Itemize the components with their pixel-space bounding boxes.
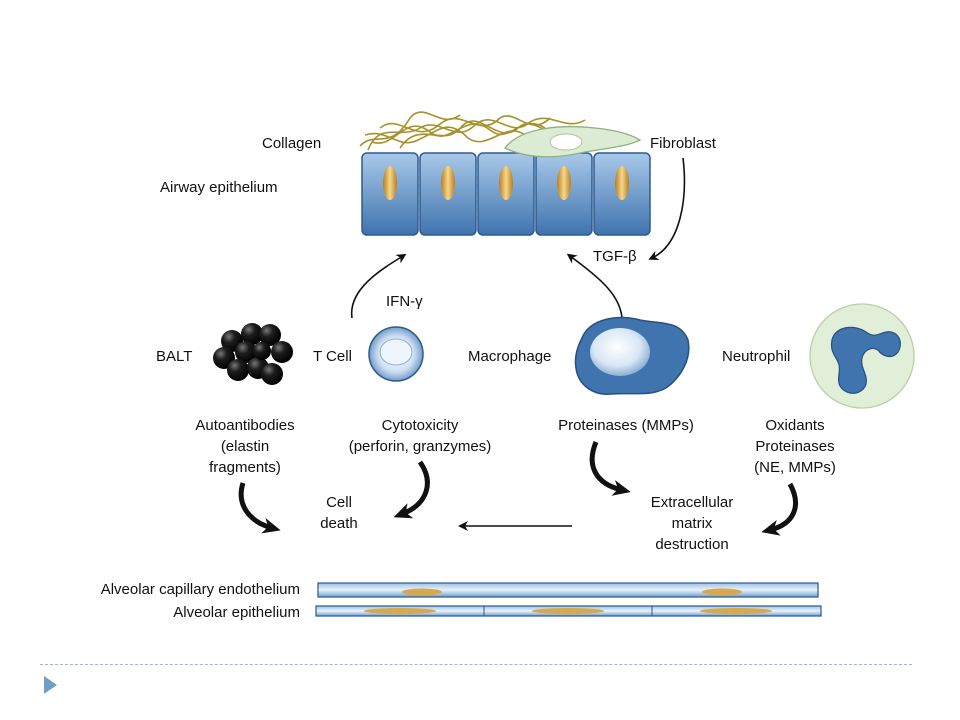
cytotoxicity-arrow <box>393 460 430 519</box>
oxidants-text: Oxidants Proteinases (NE, MMPs) <box>754 417 836 476</box>
cell-death-line-2: death <box>320 515 358 532</box>
neutrophil-label: Neutrophil <box>722 348 790 365</box>
oxidants-line-3: (NE, MMPs) <box>754 459 836 476</box>
cytotoxicity-line-1: Cytotoxicity <box>382 417 459 434</box>
alveolar-capillary-endothelium-label: Alveolar capillary endothelium <box>101 581 300 598</box>
ecm-line-3: destruction <box>655 536 728 553</box>
cell-nucleus <box>441 166 455 200</box>
slide-footer-divider <box>40 664 912 665</box>
ecm-line-1: Extracellular <box>651 494 734 511</box>
macrophage-nucleus <box>590 328 650 376</box>
fibroblast-label: Fibroblast <box>650 135 717 152</box>
epithelium-nucleus <box>700 608 772 614</box>
autoantibodies-text: Autoantibodies (elastin fragments) <box>195 417 294 476</box>
airway-epithelium-label: Airway epithelium <box>160 179 278 196</box>
autoantibodies-line-1: Autoantibodies <box>195 417 294 434</box>
epithelium-nucleus <box>364 608 436 614</box>
cell-nucleus <box>383 166 397 200</box>
cell-nucleus <box>615 166 629 200</box>
neutrophil-nucleus <box>830 326 901 394</box>
ifn-gamma-arrow <box>351 253 407 319</box>
alveolar-capillary-endothelium-bar <box>317 582 819 598</box>
proteinases-mmps-text: Proteinases (MMPs) <box>558 417 694 434</box>
cytotoxicity-text: Cytotoxicity (perforin, granzymes) <box>349 417 492 455</box>
ifn-gamma-label: IFN-γ <box>386 293 423 310</box>
autoantibodies-arrow <box>238 482 281 534</box>
oxidants-arrow <box>761 482 798 536</box>
macrophage-to-epithelium-arrow <box>566 253 623 319</box>
tgf-beta-label: TGF-β <box>593 248 637 265</box>
balt-cluster <box>213 323 293 385</box>
collagen-label: Collagen <box>262 135 321 152</box>
alveolar-epithelium-label: Alveolar epithelium <box>173 604 300 621</box>
cell-nucleus <box>557 166 571 200</box>
ecm-line-2: matrix <box>672 515 713 532</box>
oxidants-line-2: Proteinases <box>755 438 834 455</box>
t-cell-nucleus <box>379 338 413 366</box>
macrophage-label: Macrophage <box>468 348 551 365</box>
endothelium-nucleus <box>402 588 442 596</box>
cytotoxicity-line-2: (perforin, granzymes) <box>349 438 492 455</box>
autoantibodies-line-3: fragments) <box>209 459 281 476</box>
slide-bullet-arrow-icon <box>44 676 57 694</box>
airway-epithelium-cells <box>361 152 651 236</box>
ecm-destruction-text: Extracellular matrix destruction <box>651 494 734 553</box>
epithelium-nucleus <box>532 608 604 614</box>
oxidants-line-1: Oxidants <box>765 417 824 434</box>
endothelium-nucleus <box>702 588 742 596</box>
t-cell-label: T Cell <box>313 348 352 365</box>
cell-death-text: Cell death <box>320 494 358 532</box>
cell-nucleus <box>499 166 513 200</box>
fibroblast-to-epithelium-arrow <box>648 157 686 260</box>
cell-death-line-1: Cell <box>326 494 352 511</box>
proteinases-arrow <box>589 441 631 496</box>
fibroblast-nucleus <box>549 133 583 151</box>
balt-label: BALT <box>156 348 192 365</box>
autoantibodies-line-2: (elastin <box>221 438 269 455</box>
collagen-fibers <box>359 111 586 151</box>
